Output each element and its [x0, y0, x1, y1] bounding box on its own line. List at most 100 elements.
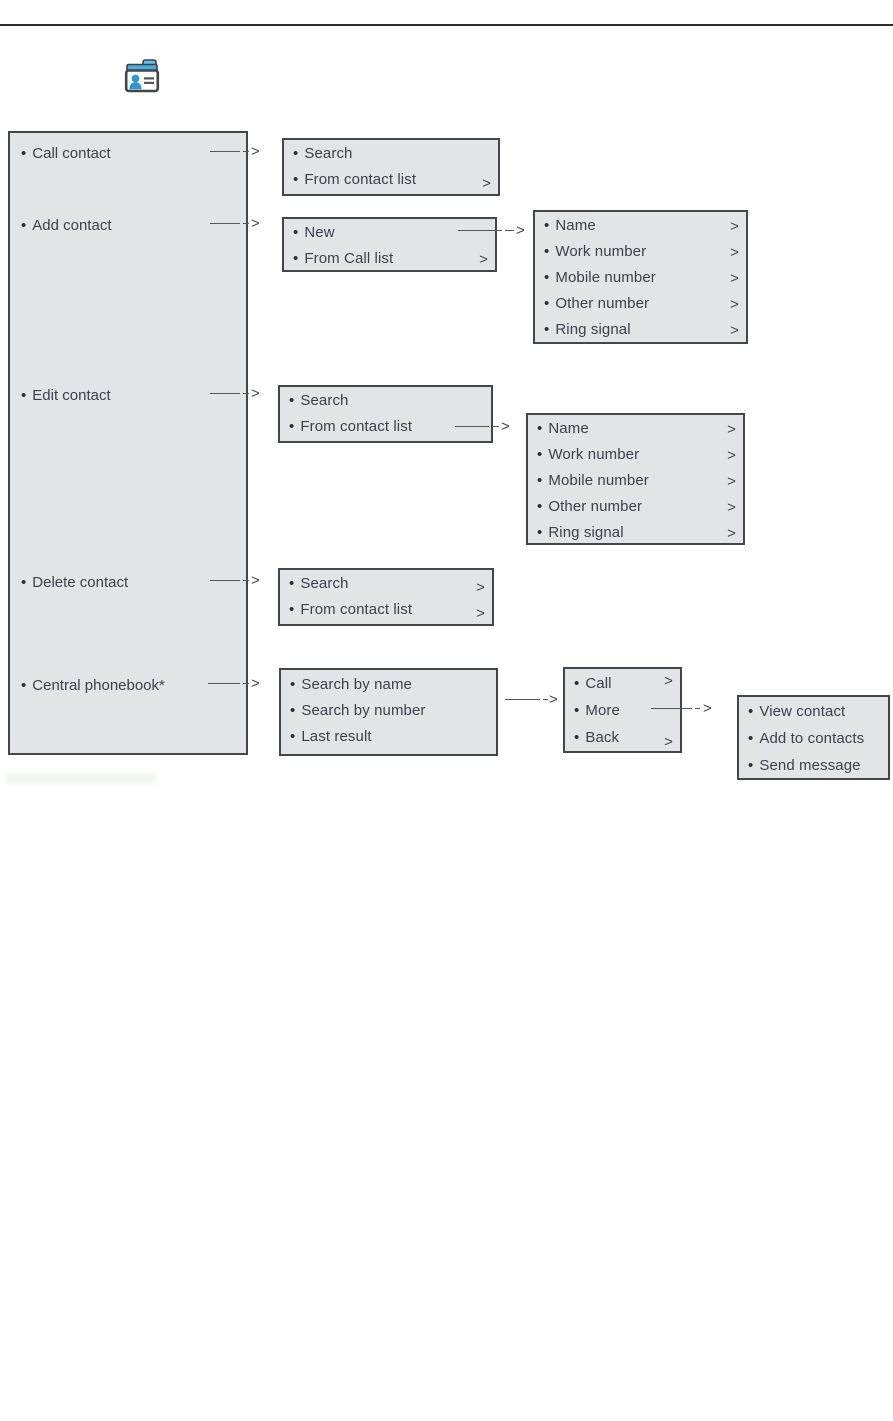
arrow-line	[505, 699, 540, 700]
submenu-item: •Ring signal >	[528, 520, 743, 546]
submenu-item: •New	[284, 220, 495, 246]
arrow-head-icon: >	[501, 418, 510, 435]
submenu-item-label: View contact	[759, 703, 846, 720]
submenu-item: •From Call list >	[284, 246, 495, 272]
bullet: •	[21, 217, 27, 234]
chevron-right-icon: >	[482, 175, 491, 193]
submenu-item: •Call >	[565, 670, 680, 697]
menu-item-label: Central phonebook*	[32, 677, 165, 694]
submenu-box-add-contact: •New •From Call list >	[282, 217, 497, 272]
chevron-right-icon: >	[730, 218, 739, 236]
submenu-item-label: Back	[585, 729, 620, 746]
submenu-item: •Search	[280, 388, 491, 414]
submenu-item-label: Search	[300, 392, 349, 409]
submenu-item: • Search >	[280, 571, 492, 597]
chevron-right-icon: >	[730, 296, 739, 314]
submenu-item: •Ring signal >	[535, 317, 746, 343]
bullet: •	[293, 224, 299, 241]
chevron-right-icon: >	[730, 244, 739, 262]
submenu-item-label: Search	[300, 575, 349, 592]
bullet: •	[544, 217, 550, 234]
arrow-line	[208, 683, 240, 684]
bullet: •	[21, 677, 27, 694]
bullet: •	[574, 729, 580, 746]
chevron-right-icon: >	[664, 733, 673, 751]
bullet: •	[293, 145, 299, 162]
bullet: •	[289, 601, 295, 618]
bullet: •	[289, 575, 295, 592]
submenu-item-label: Search by number	[301, 702, 426, 719]
bullet: •	[574, 675, 580, 692]
submenu-item: •Add to contacts	[739, 725, 888, 752]
menu-item-delete-contact: •Delete contact	[21, 573, 128, 593]
submenu-box-call-contact: •Search •From contact list >	[282, 138, 500, 196]
submenu-item: •View contact	[739, 698, 888, 725]
arrow-line	[455, 426, 489, 427]
submenu-box-central-result: •Call > •More •Back >	[563, 667, 682, 753]
submenu-item: •Name >	[535, 213, 746, 239]
arrow-line	[543, 699, 548, 700]
chevron-right-icon: >	[727, 499, 736, 517]
bullet: •	[544, 269, 550, 286]
arrow-head-icon: >	[251, 215, 260, 232]
submenu-box-edit-contact-fields: •Name > •Work number > •Mobile number > …	[526, 413, 745, 545]
bullet: •	[537, 498, 543, 515]
arrow-line	[458, 230, 502, 231]
submenu-item-label: Mobile number	[548, 472, 649, 489]
submenu-item: • Last result	[281, 724, 496, 750]
submenu-item: •Mobile number >	[528, 468, 743, 494]
submenu-item-label: Other number	[555, 295, 650, 312]
submenu-item: •From contact list	[280, 414, 491, 440]
bullet: •	[537, 420, 543, 437]
bullet: •	[290, 676, 296, 693]
submenu-item: •Work number >	[528, 442, 743, 468]
arrow-line	[210, 580, 240, 581]
arrow-line	[243, 151, 249, 152]
chevron-right-icon: >	[479, 251, 488, 269]
arrow-head-icon: >	[251, 143, 260, 160]
submenu-item-label: From contact list	[304, 171, 417, 188]
chevron-right-icon: >	[476, 605, 485, 623]
arrow-head-icon: >	[703, 700, 712, 717]
arrow-line	[210, 393, 240, 394]
submenu-item: •Work number >	[535, 239, 746, 265]
submenu-item-label: From contact list	[300, 601, 413, 618]
submenu-item: • Other number >	[535, 291, 746, 317]
submenu-item: •Other number >	[528, 494, 743, 520]
bullet: •	[290, 702, 296, 719]
arrow-line	[651, 708, 692, 709]
chevron-right-icon: >	[730, 322, 739, 340]
submenu-item-label: More	[585, 702, 620, 719]
arrow-line	[243, 580, 249, 581]
bullet: •	[544, 321, 550, 338]
submenu-box-central-phonebook: • Search by name • Search by number • Last …	[279, 668, 498, 756]
arrow-head-icon: >	[516, 222, 525, 239]
bullet: •	[748, 730, 754, 747]
top-divider-rule	[0, 24, 893, 26]
menu-item-label: Add contact	[32, 217, 112, 234]
bullet: •	[293, 250, 299, 267]
bullet: •	[544, 243, 550, 260]
arrow-head-icon: >	[251, 385, 260, 402]
arrow-line	[505, 230, 514, 231]
menu-item-add-contact: • Add contact	[21, 216, 111, 236]
contacts-card-icon-svg	[124, 59, 160, 93]
faint-print-artifact	[6, 773, 156, 784]
bullet: •	[293, 171, 299, 188]
arrow-head-icon: >	[251, 675, 260, 692]
submenu-item-label: Search by name	[301, 676, 412, 693]
arrow-line	[243, 393, 249, 394]
submenu-item-label: Last result	[301, 728, 372, 745]
arrow-line	[695, 708, 700, 709]
chevron-right-icon: >	[476, 579, 485, 597]
arrow-line	[210, 223, 240, 224]
bullet: •	[537, 472, 543, 489]
submenu-item-label: Name	[548, 420, 589, 437]
bullet: •	[544, 295, 550, 312]
bullet: •	[290, 728, 296, 745]
bullet: •	[21, 574, 27, 591]
chevron-right-icon: >	[730, 270, 739, 288]
arrow-line	[243, 223, 249, 224]
submenu-item: •More	[565, 697, 680, 724]
